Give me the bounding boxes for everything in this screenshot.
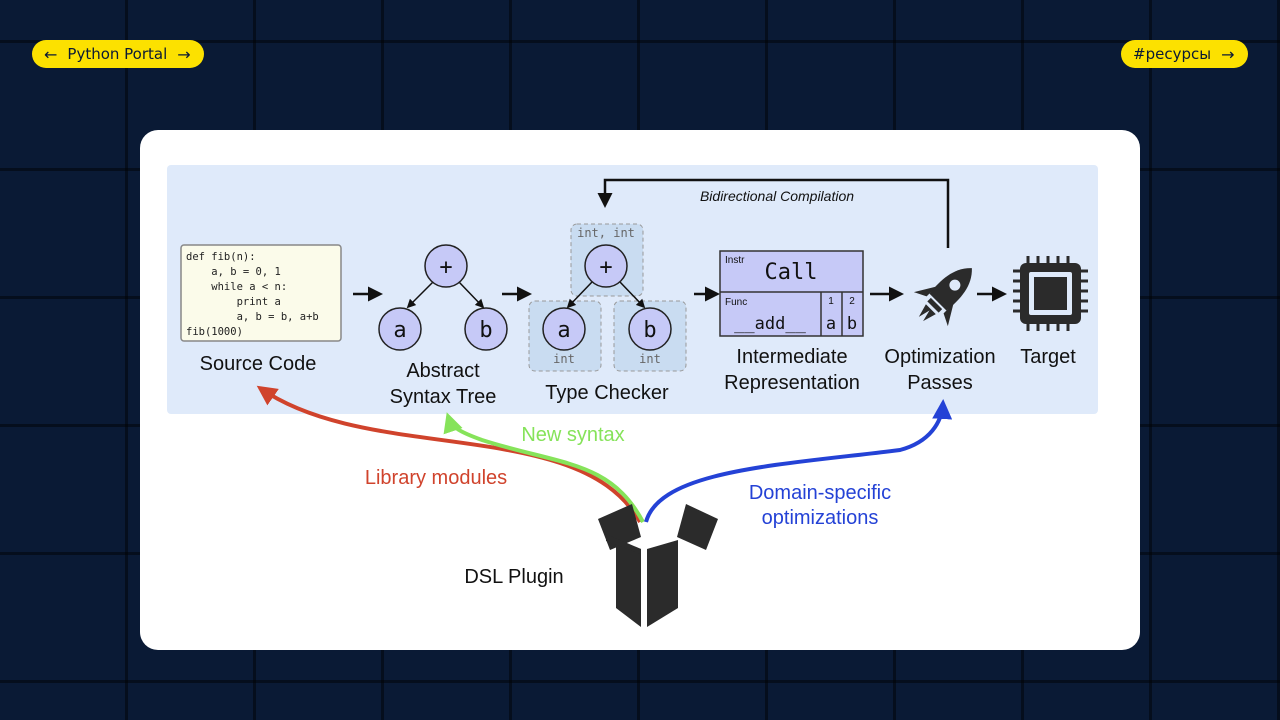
resources-tag-link[interactable]: #ресурсы → xyxy=(1121,40,1248,68)
ir-instr-tag: Instr xyxy=(725,255,745,266)
type-left-node: a xyxy=(557,318,570,343)
ast-label-line-1: Abstract xyxy=(406,360,480,382)
source-code-label: Source Code xyxy=(200,353,317,375)
type-right-node: b xyxy=(643,318,656,343)
domain-optimizations-arrow xyxy=(644,399,953,523)
source-code-box: def fib(n): a, b = 0, 1 while a < n: pri… xyxy=(180,244,342,342)
code-line-5: a, b = b, a+b xyxy=(186,311,319,323)
python-portal-label: Python Portal xyxy=(67,45,168,63)
code-line-1: def fib(n): xyxy=(186,251,256,263)
abstract-syntax-tree: + a b xyxy=(378,244,508,351)
code-line-3: while a < n: xyxy=(186,281,287,293)
ir-label-line-2: Representation xyxy=(724,372,860,394)
resources-tag-label: #ресурсы xyxy=(1133,45,1212,63)
library-modules-label: Library modules xyxy=(365,467,507,489)
new-syntax-arrow xyxy=(443,412,645,523)
ir-label-line-1: Intermediate xyxy=(736,346,847,368)
type-checker-label: Type Checker xyxy=(545,382,669,404)
arrow-right-icon: → xyxy=(177,44,191,64)
optimization-label-line-2: Passes xyxy=(907,372,973,394)
ir-instr-value: Call xyxy=(765,260,818,285)
code-line-4: print a xyxy=(186,296,281,308)
ir-arg1-value: a xyxy=(826,314,836,334)
domain-specific-label-line-1: Domain-specific xyxy=(749,482,891,504)
type-right-annotation: int xyxy=(639,352,661,366)
bidirectional-compilation-label: Bidirectional Compilation xyxy=(700,188,854,204)
diagram-card: Bidirectional Compilation def fib(n): a,… xyxy=(140,130,1140,650)
target-label: Target xyxy=(1020,346,1076,368)
type-root-annotation: int, int xyxy=(577,226,635,240)
type-left-annotation: int xyxy=(553,352,575,366)
ast-label-line-2: Syntax Tree xyxy=(390,386,497,408)
ast-root-node: + xyxy=(439,255,452,280)
ast-left-node: a xyxy=(393,318,406,343)
dsl-plugin-label: DSL Plugin xyxy=(464,566,563,588)
type-checker-tree: int, int + a b int int xyxy=(528,223,687,372)
rocket-icon xyxy=(913,268,972,327)
code-line-2: a, b = 0, 1 xyxy=(186,266,281,278)
optimization-label-line-1: Optimization xyxy=(884,346,995,368)
bidirectional-feedback-arrow xyxy=(597,178,950,248)
arrow-left-icon: ← xyxy=(44,44,58,64)
new-syntax-label: New syntax xyxy=(521,424,624,446)
library-modules-arrow xyxy=(256,385,642,523)
ir-func-value: __add__ xyxy=(734,314,806,334)
compiler-pipeline-diagram: Bidirectional Compilation def fib(n): a,… xyxy=(180,178,1088,627)
ir-arg2-index: 2 xyxy=(849,296,855,307)
ast-right-node: b xyxy=(479,318,492,343)
open-box-icon xyxy=(598,504,718,627)
ir-instruction-table: Instr Call Func __add__ 1 a 2 b xyxy=(719,250,864,337)
ir-arg1-index: 1 xyxy=(828,296,834,307)
ir-func-tag: Func xyxy=(725,297,747,308)
type-root-node: + xyxy=(599,255,612,280)
cpu-chip-icon xyxy=(1013,256,1088,331)
arrow-right-icon: → xyxy=(1221,44,1235,64)
code-line-6: fib(1000) xyxy=(186,326,243,338)
ir-arg2-value: b xyxy=(847,314,857,334)
python-portal-link[interactable]: ← Python Portal → xyxy=(32,40,204,68)
domain-specific-label-line-2: optimizations xyxy=(762,507,879,529)
